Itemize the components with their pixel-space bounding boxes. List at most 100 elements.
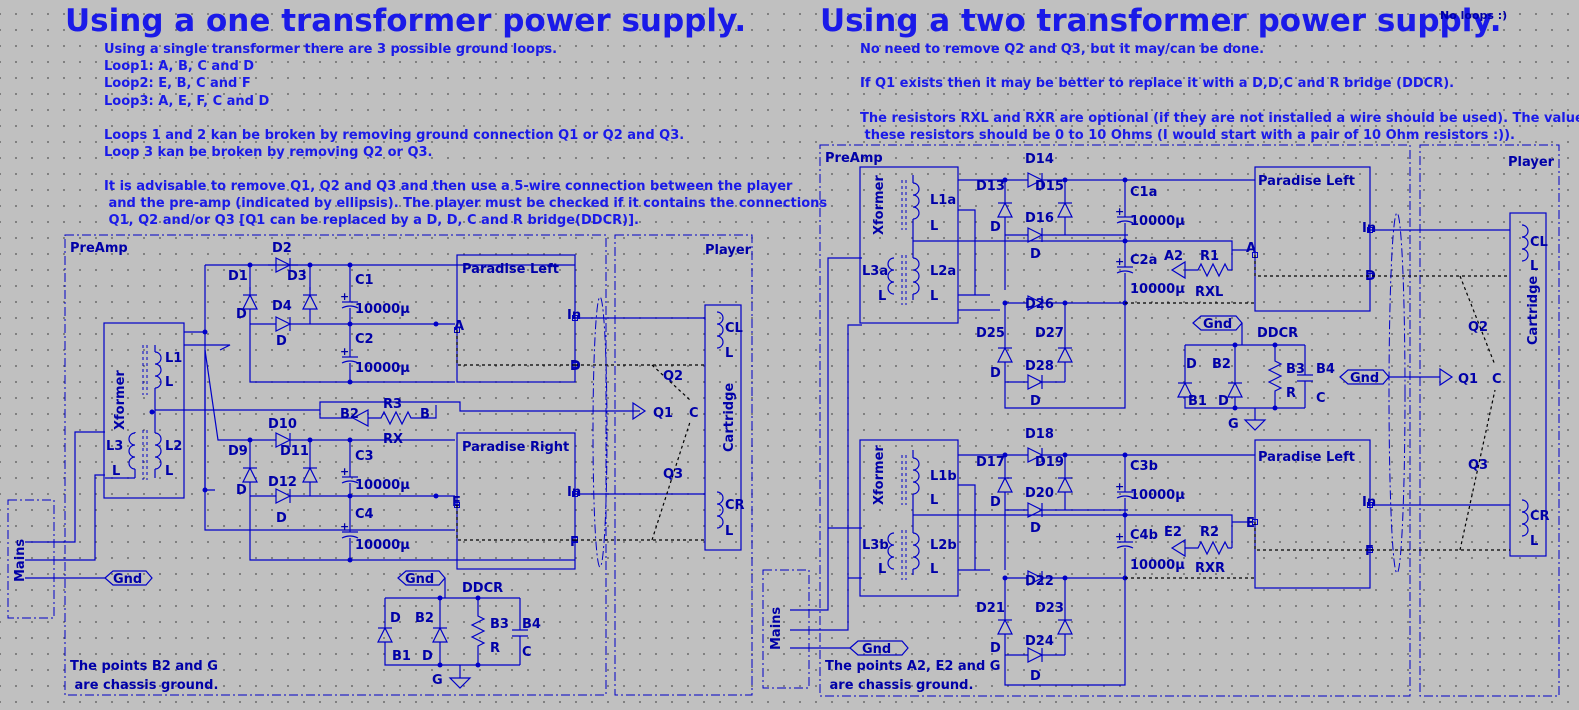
left-gnd-flag [104, 570, 153, 586]
label-right-f: F [1365, 544, 1374, 559]
label-d12: D12 [268, 475, 297, 490]
label-cr: CR [725, 498, 745, 513]
label-rddcr-b1: B1 [1188, 394, 1207, 409]
label-l3a: L3a [862, 264, 888, 279]
left-player-label: Player [705, 243, 752, 258]
left-note-6: Loop 3 kan be broken by removing Q2 or Q… [104, 145, 433, 160]
label-d2: D2 [272, 241, 292, 256]
right-note-2: If Q1 exists then it may be better to re… [860, 76, 1454, 91]
label-d25-d: D [990, 366, 1001, 381]
label-l3b: L3b [862, 538, 889, 553]
left-mains-wires [25, 431, 105, 579]
label-right-cr-l: L [1530, 534, 1538, 549]
right-preamp-label: PreAmp [825, 151, 883, 166]
label-l2a-l: L [930, 289, 938, 304]
left-inductor-l1 [154, 351, 162, 389]
label-d20: D20 [1025, 486, 1054, 501]
label-c: C [689, 406, 699, 421]
right-ddcr-label: DDCR [1257, 326, 1298, 341]
right-notes: No need to remove Q2 and Q3, but it may/… [860, 42, 1579, 143]
label-q1: Q1 [653, 406, 673, 421]
left-footer-1: The points B2 and G [70, 659, 218, 674]
left-note-9: Q1, Q2 and/or Q3 [Q1 can be replaced by … [104, 213, 639, 228]
label-d25: D25 [976, 326, 1005, 341]
label-d17: D17 [976, 455, 1005, 470]
left-rx-resistor: B2 R3 B RX Q1 C [155, 397, 699, 447]
right-upper-bridge-2: D26 D25 D27 D D28 D [958, 294, 1128, 409]
right-paradise-left2-box [1254, 439, 1371, 589]
label-rddcr-d: D [1186, 357, 1197, 372]
label-d16: D16 [1025, 211, 1054, 226]
left-ddcr: Gnd DDCR D B2 B3 B4 R C B1 D G [377, 570, 541, 689]
left-note-2: Loop1: A, B, C and D [104, 59, 254, 74]
label-rddcr-g: G [1228, 417, 1239, 432]
left-inductor-l2 [154, 432, 162, 470]
left-xformer-label: Xformer [113, 370, 128, 430]
left-note-8: and the pre-amp (indicated by ellipsis).… [104, 196, 827, 211]
label-c2a-value: 10000µ [1130, 282, 1185, 297]
right-ddcr: Gnd DDCR D B2 B3 B4 R C B1 D G [1177, 315, 1335, 432]
label-right-d-pin: D [1365, 269, 1376, 284]
label-d13: D13 [976, 179, 1005, 194]
label-l2a: L2a [930, 264, 956, 279]
label-cr-l: L [725, 524, 733, 539]
left-paradise-right-box [456, 432, 576, 570]
label-l3b-l: L [878, 562, 886, 577]
label-b4: B4 [522, 617, 541, 632]
label-rxr: RXR [1195, 561, 1225, 576]
label-q3: Q3 [663, 467, 683, 482]
label-d12-d: D [276, 511, 287, 526]
right-xformer-a-label: Xformer [872, 175, 887, 235]
label-c2a: C2a [1130, 253, 1157, 268]
right-preamp-boundary [819, 144, 1411, 697]
label-c1a: C1a [1130, 185, 1157, 200]
label-d19: D19 [1035, 455, 1064, 470]
label-c1a-value: 10000µ [1130, 214, 1185, 229]
label-d24-d: D [1030, 669, 1041, 684]
right-title: Using a two transformer power supply. [820, 3, 1502, 39]
label-l3-l: L [112, 464, 120, 479]
right-rxr: E2 R2 RXR E [1125, 514, 1255, 576]
label-l1: L1 [165, 351, 182, 366]
label-right-q1: Q1 [1458, 372, 1478, 387]
label-d4-d: D [276, 334, 287, 349]
label-r1: R1 [1200, 249, 1219, 264]
label-d21: D21 [976, 601, 1005, 616]
label-d-pin: D [570, 359, 581, 374]
label-d10: D10 [268, 417, 297, 432]
right-paradise-left-box [1254, 166, 1371, 312]
label-rddcr-b2: B2 [1212, 357, 1231, 372]
label-l3: L3 [106, 439, 123, 454]
label-right-e: E [1246, 516, 1255, 531]
label-r3: R3 [383, 397, 402, 412]
label-c3b: C3b [1130, 459, 1158, 474]
left-note-3: Loop2: E, B, C and F [104, 76, 251, 91]
left-upper-bridge: D2 D1 D3 D D4 D C1 10000µ C2 10000µ [184, 241, 575, 491]
label-c4-value: 10000µ [355, 538, 410, 553]
label-in-right: In [567, 485, 581, 500]
left-player-boundary [614, 234, 753, 696]
right-gnd2-label: Gnd [1203, 317, 1232, 332]
right-note-3: The resistors RXL and RXR are optional (… [860, 111, 1579, 126]
label-c2: C2 [355, 332, 374, 347]
label-rx: RX [383, 432, 403, 447]
right-mains-label: Mains [769, 607, 784, 650]
right-cartridge-label: Cartridge [1526, 276, 1541, 345]
right-schematic: Using a two transformer power supply. No… [762, 3, 1579, 697]
right-note-1: No need to remove Q2 and Q3, but it may/… [860, 42, 1264, 57]
label-right-in-a: In [1362, 221, 1376, 236]
right-footer-1: The points A2, E2 and G [825, 659, 1000, 674]
label-d20-d: D [1030, 521, 1041, 536]
left-gnd-label: Gnd [113, 572, 142, 587]
label-d18: D18 [1025, 427, 1054, 442]
label-l1b: L1b [930, 469, 957, 484]
label-d22: D22 [1025, 574, 1054, 589]
right-rxl: A2 R1 RXL A [1125, 240, 1256, 300]
label-ddcr-b2: B2 [415, 611, 434, 626]
label-c1: C1 [355, 273, 374, 288]
left-ellipsis [592, 296, 608, 568]
right-upper-bridge: D14 D13 D15 D D16 D C1a 10000µ C2a 10000… [958, 152, 1255, 303]
right-player-label: Player [1508, 155, 1555, 170]
left-note-5: Loops 1 and 2 kan be broken by removing … [104, 128, 684, 143]
label-d28: D28 [1025, 359, 1054, 374]
